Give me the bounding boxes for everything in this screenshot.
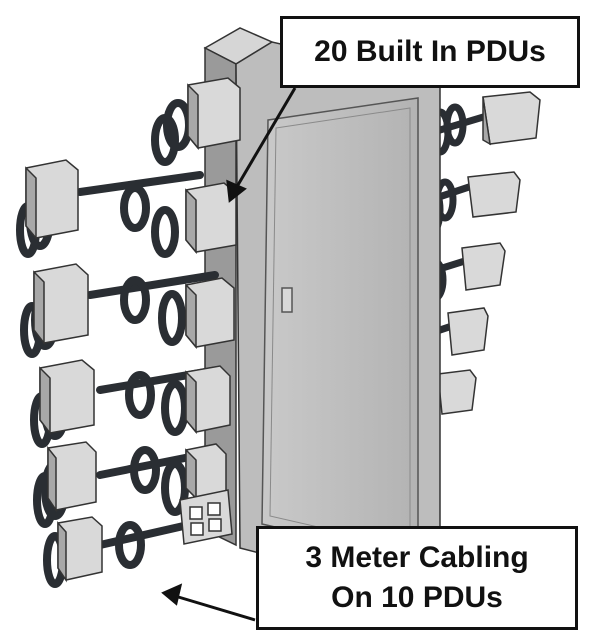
pdu-left-outer-3 [39, 359, 95, 436]
pdu-left-outer-2 [33, 263, 89, 346]
left-cables [16, 99, 222, 588]
left-outer-pdus [25, 159, 103, 583]
arrow-bottom [174, 594, 256, 622]
callout-cabling-line2: On 10 PDUs [331, 581, 503, 614]
pdu-left-outer-4 [47, 441, 97, 513]
pdu-builtin-3 [185, 277, 235, 350]
right-pdus [437, 91, 541, 415]
pdu-builtin-5 [185, 443, 227, 500]
pdu-left-outer-5 [57, 516, 103, 583]
arrow-top [233, 87, 297, 191]
pdu-right-2 [467, 171, 521, 218]
pdu-right-4 [447, 307, 489, 356]
arrows [161, 87, 297, 622]
cabinet [203, 27, 441, 601]
pdu-right-5 [437, 369, 477, 415]
pdu-builtin-1 [187, 77, 241, 151]
outlet-panel [179, 489, 233, 545]
callout-cabling-line1: 3 Meter Cabling [305, 541, 529, 574]
callout-built-in-pdus: 20 Built In PDUs [280, 16, 580, 88]
callout-cabling: 3 Meter Cabling On 10 PDUs [256, 526, 578, 630]
pdu-right-1 [482, 91, 541, 146]
pdu-builtin-2 [185, 182, 237, 255]
callout-built-in-pdus-text: 20 Built In PDUs [314, 35, 546, 68]
pdu-left-outer-1 [25, 159, 79, 241]
built-in-pdus [179, 77, 241, 545]
cabinet-door [261, 97, 419, 561]
pdu-right-3 [461, 242, 506, 291]
door-handle [281, 287, 293, 313]
pdu-builtin-4 [185, 365, 231, 435]
